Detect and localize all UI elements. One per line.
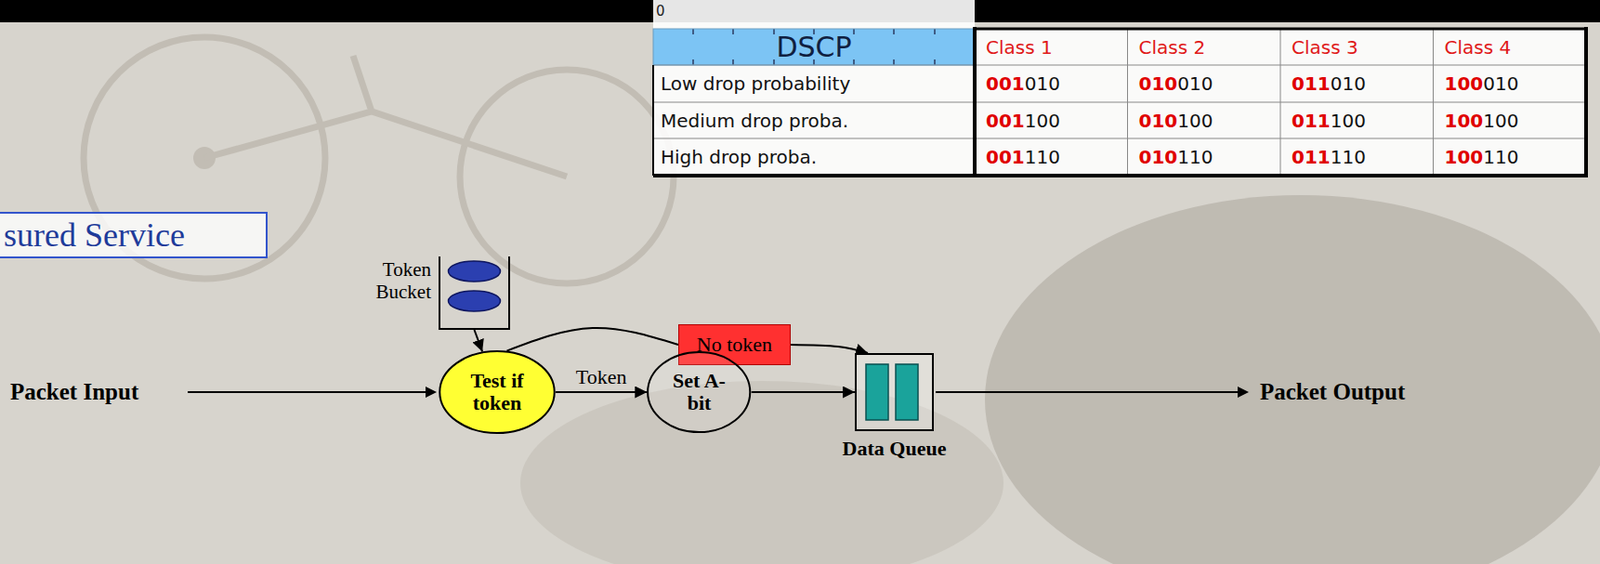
dscp-code: 010110 — [1127, 138, 1282, 176]
no-token-tag: No token — [678, 324, 791, 366]
node-text: No token — [696, 332, 773, 357]
node-text: Set A-bit — [665, 369, 733, 415]
dscp-code: 001110 — [974, 138, 1128, 176]
decision-circle: Test if token — [438, 350, 556, 434]
dscp-code: 010100 — [1127, 102, 1282, 139]
dscp-code: 010010 — [1127, 65, 1282, 103]
drop-level: High drop proba. — [653, 138, 975, 176]
node-text: Token Bucket — [376, 258, 432, 303]
marker-ellipse: Set A-bit — [646, 351, 751, 433]
class-header: Class 1 — [974, 28, 1128, 66]
token-bucket: Token Bucket — [438, 256, 511, 330]
title-banner: sured Service — [0, 211, 268, 259]
node-text: Test if token — [463, 369, 531, 415]
dscp-code: 011010 — [1280, 65, 1434, 103]
dscp-code: 100100 — [1433, 102, 1587, 139]
class-header: Class 2 — [1127, 28, 1282, 66]
bit-index: 0 — [655, 2, 666, 20]
dscp-code: 011100 — [1280, 102, 1434, 139]
flow-endpoint: Packet Output — [1259, 379, 1405, 406]
class-header: Class 3 — [1280, 28, 1434, 66]
drop-level: Medium drop proba. — [653, 102, 975, 139]
table-header: DSCP — [653, 28, 975, 66]
dscp-code: 011110 — [1280, 138, 1434, 176]
dscp-code: 100110 — [1433, 138, 1587, 176]
flow-arrow — [474, 329, 484, 352]
flow-arrow — [751, 391, 855, 394]
flow-arrow — [506, 327, 679, 352]
edge-label: Token — [576, 365, 628, 390]
drop-level: Low drop probability — [653, 65, 975, 103]
flow-endpoint: Packet Input — [10, 379, 139, 406]
node-text: Data Queue — [817, 436, 971, 461]
dscp-code: 001010 — [974, 65, 1128, 103]
class-header: Class 4 — [1433, 28, 1587, 66]
flow-arrow — [555, 391, 647, 394]
flow-arrow — [790, 344, 868, 354]
dscp-code: 100010 — [1433, 65, 1587, 103]
data-queue: Data Queue — [854, 353, 934, 432]
bucket-outline — [438, 256, 511, 330]
queue-outline — [854, 353, 934, 432]
node-text: sured Service — [3, 215, 185, 255]
dscp-code: 001100 — [974, 102, 1128, 139]
